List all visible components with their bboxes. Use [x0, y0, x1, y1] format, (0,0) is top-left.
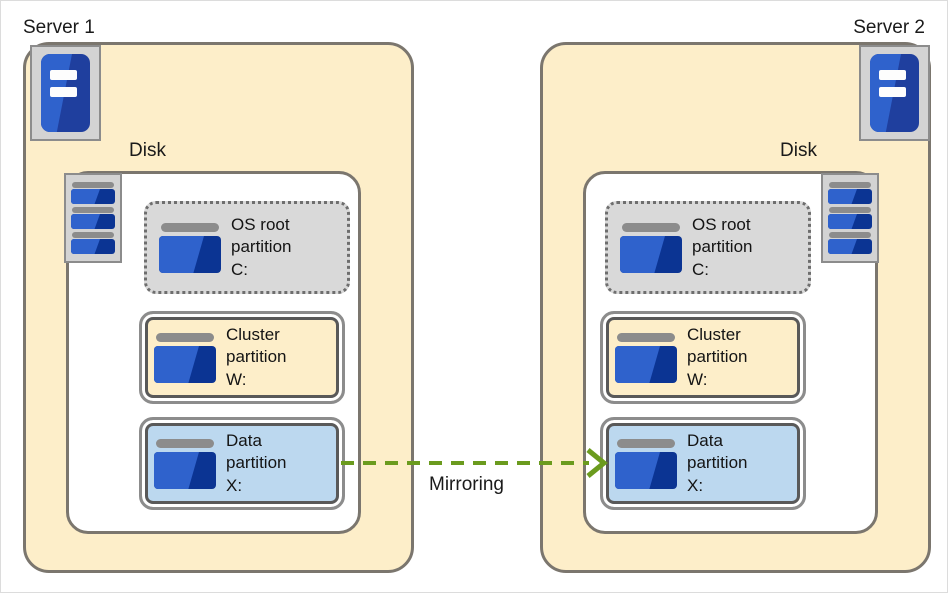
partition-line-2: partition — [226, 453, 287, 473]
partition-line-2: partition — [692, 237, 753, 257]
partition-icon — [159, 222, 221, 273]
server-1-data-partition-label: Data partition X: — [226, 430, 286, 496]
server-1-data-partition[interactable]: Data partition X: — [139, 417, 345, 510]
server-1-disk-label: Disk — [129, 140, 166, 161]
server-tower-icon — [30, 45, 101, 141]
disk-stack-icon — [821, 173, 879, 263]
server-1-os-root-partition[interactable]: OS root partition C: — [144, 201, 350, 294]
partition-line-3: W: — [226, 369, 247, 389]
partition-line-1: Cluster — [687, 325, 741, 345]
partition-line-1: OS root — [692, 215, 751, 235]
server-1-cluster-partition[interactable]: Cluster partition W: — [139, 311, 345, 404]
partition-line-3: X: — [687, 475, 704, 495]
server-2-title: Server 2 — [853, 17, 925, 38]
partition-line-3: W: — [687, 369, 708, 389]
partition-icon — [620, 222, 682, 273]
partition-icon — [615, 438, 677, 489]
server-2-os-root-partition[interactable]: OS root partition C: — [605, 201, 811, 294]
server-2-cluster-partition[interactable]: Cluster partition W: — [600, 311, 806, 404]
partition-line-2: partition — [687, 347, 748, 367]
server-1-title: Server 1 — [23, 17, 95, 38]
partition-icon — [615, 332, 677, 383]
partition-icon — [154, 438, 216, 489]
disk-platter — [828, 182, 872, 204]
server-2-os-root-partition-label: OS root partition C: — [692, 214, 752, 280]
partition-line-1: Data — [687, 431, 723, 451]
disk-stack-icon — [64, 173, 122, 263]
partition-line-1: Data — [226, 431, 262, 451]
server-2-cluster-partition-label: Cluster partition W: — [687, 324, 747, 390]
server-2-data-partition[interactable]: Data partition X: — [600, 417, 806, 510]
partition-line-3: C: — [692, 259, 709, 279]
partition-line-1: Cluster — [226, 325, 280, 345]
partition-line-3: C: — [231, 259, 248, 279]
server-2-disk-label: Disk — [780, 140, 817, 161]
disk-platter — [828, 207, 872, 229]
partition-line-2: partition — [226, 347, 287, 367]
server-tower-icon — [859, 45, 930, 141]
partition-line-1: OS root — [231, 215, 290, 235]
server-1-os-root-partition-label: OS root partition C: — [231, 214, 291, 280]
disk-platter — [71, 207, 115, 229]
mirroring-label: Mirroring — [429, 474, 504, 495]
disk-platter — [828, 232, 872, 254]
partition-line-2: partition — [231, 237, 292, 257]
disk-platter — [71, 182, 115, 204]
partition-icon — [154, 332, 216, 383]
disk-platter — [71, 232, 115, 254]
server-1-cluster-partition-label: Cluster partition W: — [226, 324, 286, 390]
partition-line-2: partition — [687, 453, 748, 473]
partition-line-3: X: — [226, 475, 243, 495]
server-2-data-partition-label: Data partition X: — [687, 430, 747, 496]
